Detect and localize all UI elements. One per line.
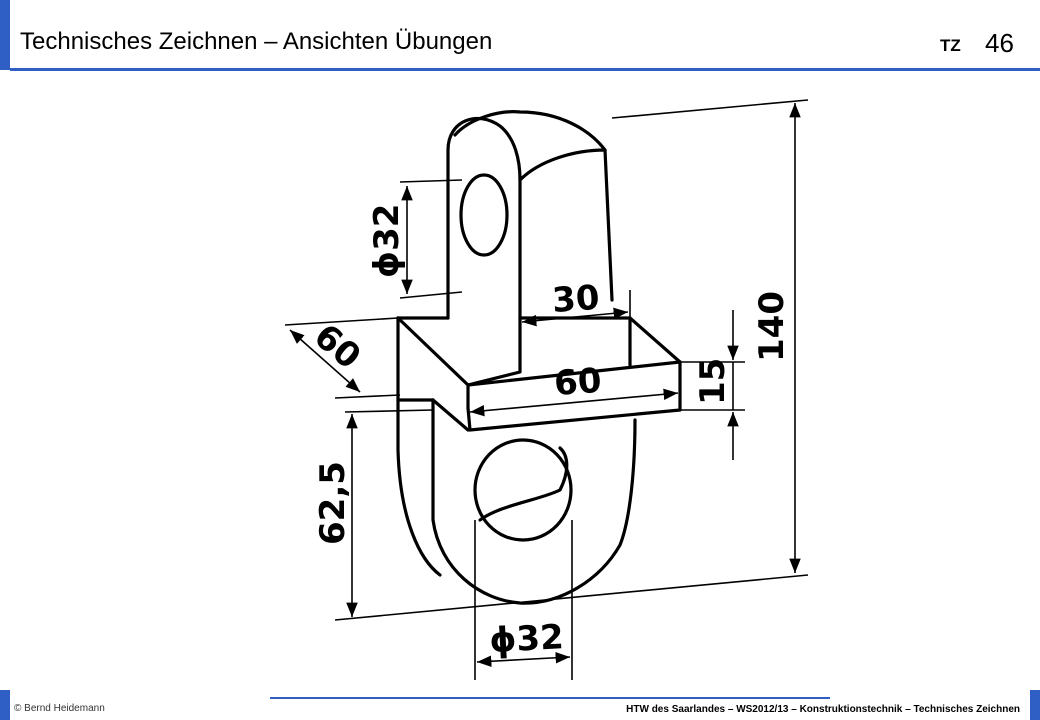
ledge-inner bbox=[466, 316, 522, 387]
footer-accent-right bbox=[1030, 690, 1040, 720]
dim-width-lower: 60 bbox=[553, 361, 603, 404]
page-title: Technisches Zeichnen – Ansichten Übungen bbox=[20, 28, 493, 55]
header-accent-bar bbox=[0, 0, 10, 70]
dim-line-60 bbox=[469, 388, 679, 417]
lower-body-inner bbox=[431, 398, 637, 605]
isometric-drawing: ϕ32 30 60 60 15 140 62,5 ϕ32 bbox=[284, 99, 809, 680]
dim-lower-height: 62,5 bbox=[313, 461, 353, 545]
dim-line-bore-bottom bbox=[476, 652, 571, 667]
dim-bore-bottom: ϕ32 bbox=[488, 617, 564, 661]
upper-eye-front bbox=[446, 116, 522, 320]
ledge-front-bottom bbox=[466, 360, 682, 432]
course-code: TZ bbox=[940, 36, 961, 55]
footer-accent-left bbox=[0, 690, 10, 720]
page-number: 46 bbox=[985, 28, 1014, 58]
footer-institution: HTW des Saarlandes – WS2012/13 – Konstru… bbox=[626, 704, 1020, 715]
ledge-diagonal bbox=[396, 316, 470, 410]
lower-step-diag bbox=[431, 398, 470, 432]
ledge-front-top bbox=[466, 360, 682, 387]
ledge-top-right bbox=[518, 316, 682, 364]
lower-bore bbox=[473, 438, 573, 542]
dim-line-30 bbox=[521, 307, 629, 327]
header-divider bbox=[10, 68, 1040, 71]
lower-body-left bbox=[396, 316, 442, 577]
dim-width-upper: 30 bbox=[551, 278, 601, 321]
lower-bore-inner bbox=[478, 446, 569, 522]
dim-total-height: 140 bbox=[752, 291, 792, 362]
dim-height-step: 15 bbox=[693, 358, 733, 405]
footer-divider bbox=[270, 697, 830, 699]
upper-eye-top bbox=[453, 110, 607, 152]
copyright-text: © Bernd Heidemann bbox=[14, 703, 105, 714]
upper-bore bbox=[459, 173, 509, 257]
dim-bore-top: ϕ32 bbox=[367, 204, 407, 278]
dim-line-depth bbox=[289, 329, 361, 393]
upper-eye-side bbox=[518, 148, 614, 302]
dim-depth: 60 bbox=[306, 316, 368, 377]
